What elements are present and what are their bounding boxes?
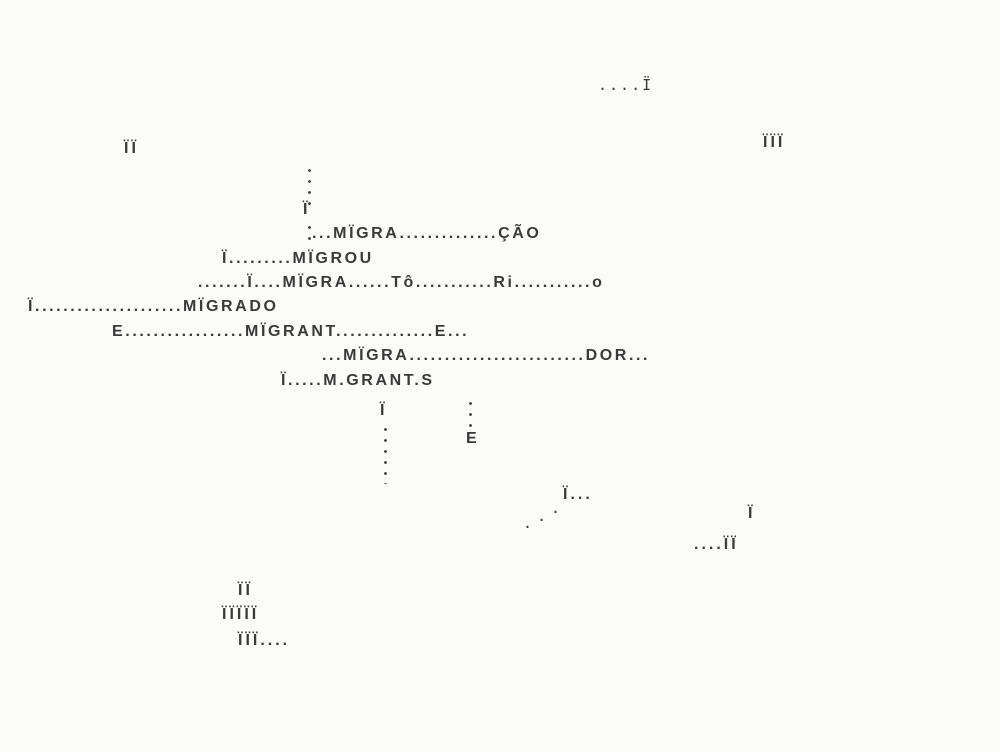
vertical-dotted-line-right [469,398,472,428]
vertical-dotted-line-top [308,165,311,205]
poem-line-2: Ï.........MÏGROU [222,250,374,267]
poem-fragment-lower-right-row: ....ÏÏ [694,536,739,553]
poem-fragment-lower-right-single: Ï [748,505,756,522]
poem-line-5: E.................MÏGRANT..............E… [112,323,470,340]
poem-fragment-upper-left: ÏÏ [124,140,139,157]
poem-fragment-vertical-I: Ï [380,402,388,419]
diagonal-dot-2: . [537,507,549,525]
poem-cluster-row-1: ÏÏ [238,582,253,599]
poem-fragment-top-right: ....Ï [598,76,654,94]
diagonal-dot-1: . [523,514,535,532]
poem-fragment-upper-right: ÏÏÏ [763,134,786,151]
poem-fragment-mid-right: Ï... [563,486,593,503]
poem-fragment-vertical-top-I: Ï [303,201,311,218]
diagonal-dot-3: . [551,499,563,517]
poem-line-7: Ï.....M.GRANT.S [281,372,435,389]
poem-fragment-vertical-E: E [466,430,480,447]
poem-line-6: ...MÏGRA.........................DOR... [322,347,651,364]
vertical-dotted-line-left [384,424,387,484]
vertical-dotted-line-top-2 [308,222,311,240]
poem-line-3: .......Ï....MÏGRA......Tô...........Ri..… [198,274,605,291]
poem-cluster-row-3: ÏÏÏ.... [238,632,291,649]
poem-line-1: ...MÏGRA..............ÇÃO [312,225,542,242]
poem-line-4: Ï.....................MÏGRADO [28,298,279,315]
poem-cluster-row-2: ÏÏÏÏÏ [222,606,260,623]
